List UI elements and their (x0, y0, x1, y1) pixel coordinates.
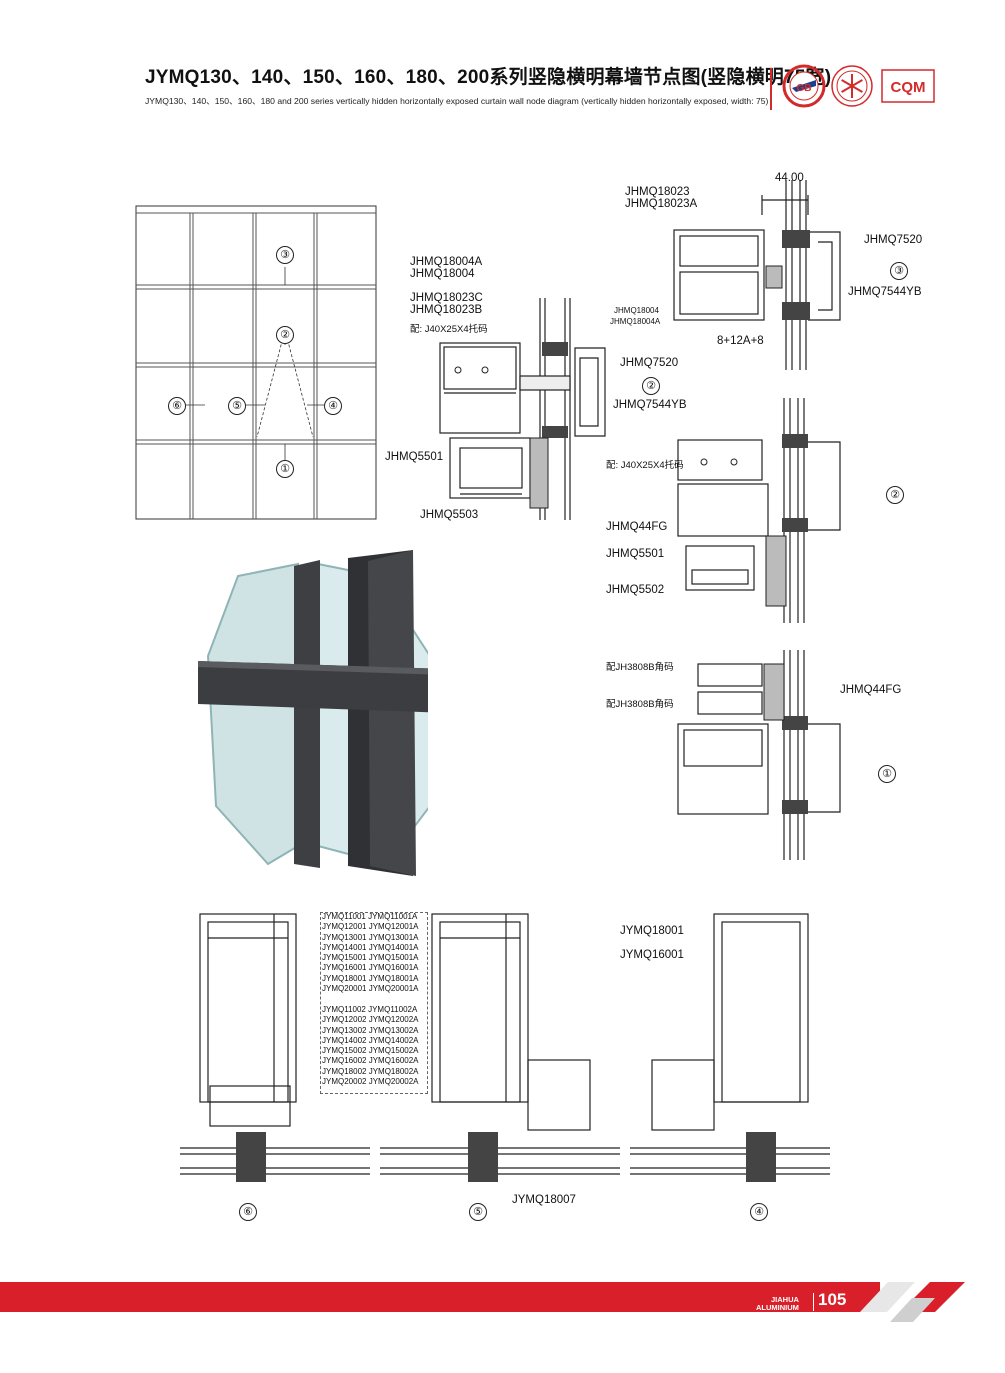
label-jhmq7544yb: JHMQ7544YB (613, 399, 687, 411)
node1-section (677, 650, 841, 860)
node2-right-marker: ② (886, 486, 904, 504)
footer-brand: JIAHUA ALUMINIUM (756, 1296, 799, 1312)
code-item: JYMQ20002 JYMQ20002A (322, 1077, 419, 1087)
marker-2: ② (276, 326, 294, 344)
code-item: JYMQ13001 JYMQ13001A (322, 932, 419, 942)
label-jhmq18023c: JHMQ18023C (410, 292, 483, 304)
label-jhmq18004a-n3: JHMQ18004A (610, 317, 661, 326)
marker-5: ⑤ (228, 397, 246, 415)
cqm-logo: CQM (881, 69, 935, 103)
label-jhmq18004: JHMQ18004 (410, 268, 475, 280)
label-jhmq5502: JHMQ5502 (606, 584, 665, 596)
page-title: JYMQ130、140、150、160、180、200系列竖隐横明幕墙节点图(竖… (145, 67, 832, 88)
label-jhmq7520: JHMQ7520 (620, 357, 679, 369)
code-item: JYMQ11001 JYMQ11001A (322, 912, 418, 921)
code-item: JYMQ18001 JYMQ18001A (322, 973, 419, 983)
code-list-box (320, 912, 428, 1094)
marker-1: ① (276, 460, 294, 478)
plan-marker-4: ④ (750, 1203, 768, 1221)
label-jhmq18004a: JHMQ18004A (410, 256, 483, 268)
brand-line2: ALUMINIUM (756, 1303, 799, 1312)
dimension-44: 44.00 (775, 172, 804, 184)
marker-3: ③ (276, 246, 294, 264)
label-jhmq5501: JHMQ5501 (385, 451, 444, 463)
label-jhmq5501-n2r: JHMQ5501 (606, 548, 665, 560)
title-divider (770, 68, 772, 110)
code-item: JYMQ11002 JYMQ11002A (322, 1005, 418, 1014)
label-jymq18007: JYMQ18007 (512, 1194, 576, 1206)
code-item: JYMQ12001 JYMQ12001A (322, 922, 419, 932)
code-item: JYMQ13002 JYMQ13002A (322, 1025, 419, 1035)
label-jhmq18023: JHMQ18023 (625, 186, 690, 198)
label-jhmq5503: JHMQ5503 (420, 509, 479, 521)
code-item: JYMQ14002 JYMQ14002A (322, 1035, 419, 1045)
label-corner-code-2: 配JH3808B角码 (606, 699, 674, 710)
label-jhmq18023b: JHMQ18023B (410, 304, 483, 316)
footer-band (0, 1282, 965, 1322)
label-jhmq44fg: JHMQ44FG (606, 521, 668, 533)
code-list-b: JYMQ11002 JYMQ11002A JYMQ12002 JYMQ12002… (322, 1005, 419, 1087)
logos-group: GB CQM (782, 64, 935, 108)
footer-divider (813, 1293, 814, 1311)
node2-right-section (677, 398, 841, 623)
node1-marker: ① (878, 765, 896, 783)
code-item: JYMQ16002 JYMQ16002A (322, 1056, 419, 1066)
label-bracket-code-n2r: 配: J40X25X4托码 (606, 460, 684, 471)
node3-section (673, 180, 841, 370)
label-jhmq44fg-n1: JHMQ44FG (840, 684, 902, 696)
code-item: JYMQ14001 JYMQ14001A (322, 942, 419, 952)
snowflake-seal-logo (831, 65, 873, 107)
node3-marker: ③ (890, 262, 908, 280)
code-item: JYMQ18002 JYMQ18002A (322, 1066, 419, 1076)
code-item: JYMQ20001 JYMQ20001A (322, 984, 419, 994)
label-corner-code-1: 配JH3808B角码 (606, 662, 674, 673)
code-item: JYMQ16001 JYMQ16001A (322, 963, 419, 973)
label-jhmq18023a: JHMQ18023A (625, 198, 698, 210)
marker-6: ⑥ (168, 397, 186, 415)
gb-logo: GB (782, 64, 826, 108)
marker-4: ④ (324, 397, 342, 415)
label-jymq16001: JYMQ16001 (620, 949, 684, 961)
elevation-grid (135, 205, 377, 520)
label-bracket-code: 配: J40X25X4托码 (410, 324, 488, 335)
node2-left-marker: ② (642, 377, 660, 395)
code-list-a: JYMQ11001 JYMQ11001A JYMQ12001 JYMQ12001… (322, 912, 419, 994)
code-item: JYMQ15001 JYMQ15001A (322, 953, 419, 963)
label-jhmq7544yb-n3: JHMQ7544YB (848, 286, 922, 298)
plan-section (180, 913, 830, 1182)
page-subtitle: JYMQ130、140、150、160、180 and 200 series v… (145, 96, 769, 106)
plan-marker-6: ⑥ (239, 1203, 257, 1221)
code-item: JYMQ15002 JYMQ15002A (322, 1046, 419, 1056)
cqm-logo-text: CQM (891, 79, 926, 96)
page-number: 105 (818, 1290, 847, 1309)
code-item: JYMQ12002 JYMQ12002A (322, 1015, 419, 1025)
brand-line1: JIAHUA (771, 1295, 799, 1304)
svg-text:GB: GB (797, 83, 812, 94)
curtain-wall-3d-render (198, 550, 428, 876)
node2-left-section (439, 298, 606, 520)
glass-spec: 8+12A+8 (717, 335, 764, 347)
label-jhmq7520-n3: JHMQ7520 (864, 234, 923, 246)
plan-marker-5: ⑤ (469, 1203, 487, 1221)
label-jhmq18004-n3: JHMQ18004 (614, 306, 659, 315)
label-jymq18001: JYMQ18001 (620, 925, 684, 937)
